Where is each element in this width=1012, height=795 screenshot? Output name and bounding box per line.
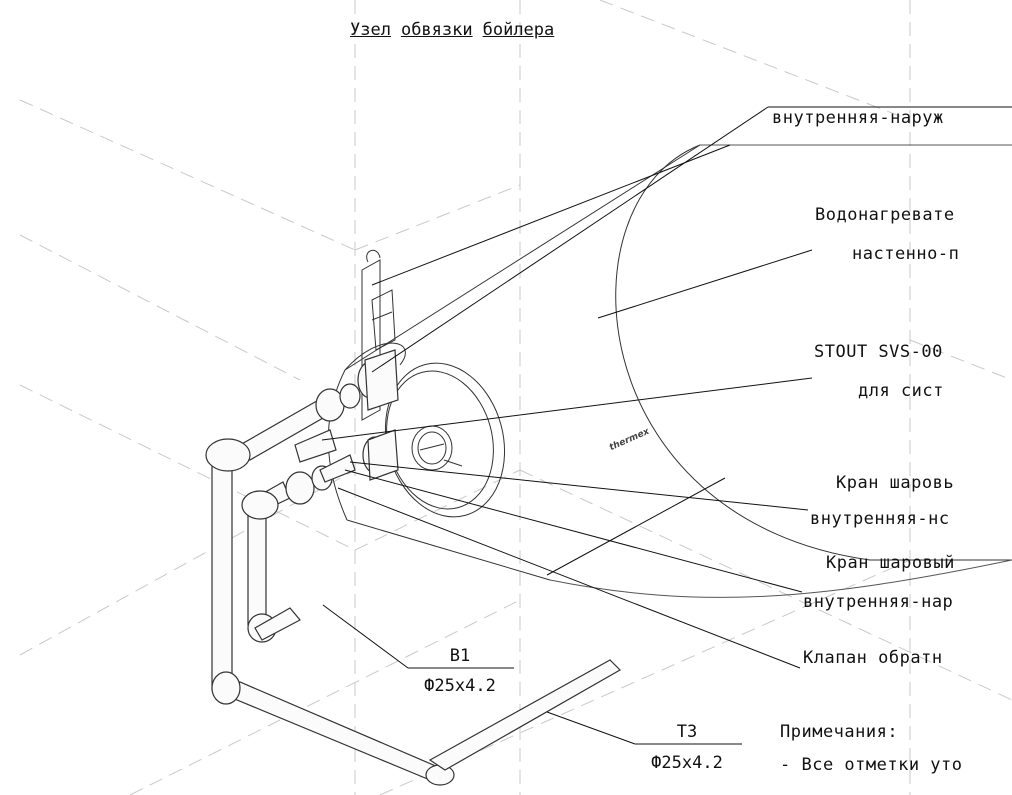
notes-heading: Примечания: (780, 722, 899, 742)
callout-fitting-top: внутренняя-наруж (772, 108, 944, 128)
title-word-1: Узел (350, 20, 391, 40)
callout-ball-valve-2-line2: внутренняя-нар (803, 592, 954, 612)
pipe-b1-name: В1 (449, 646, 471, 666)
pipe-b1-size: Ф25х4.2 (424, 676, 496, 696)
callout-ball-valve-1-line1: Кран шаровь (836, 473, 955, 493)
leader-lines (321, 106, 1012, 745)
notes-line-1: - Все отметки уто (780, 755, 963, 775)
title-word-2: обвязки (400, 20, 473, 40)
callout-check-valve: Клапан обратн (803, 648, 943, 668)
callout-stout-line2: для сист (858, 381, 944, 401)
pipe-t3-size: Ф25х4.2 (651, 753, 723, 773)
callout-water-heater-line1: Водонагревате (815, 205, 955, 225)
title-word-3: бойлера (482, 20, 555, 40)
pipework (205, 349, 621, 786)
callout-ball-valve-1-line2: внутренняя-нс (810, 509, 950, 529)
callout-ball-valve-2-line1: Кран шаровый (826, 553, 955, 573)
callout-stout-line1: STOUT SVS-00 (814, 342, 943, 362)
callout-water-heater-line2: настенно-п (852, 244, 960, 264)
drawing-title: Узел обвязки бойлера (350, 20, 564, 40)
pipe-t3-name: Т3 (676, 722, 698, 742)
